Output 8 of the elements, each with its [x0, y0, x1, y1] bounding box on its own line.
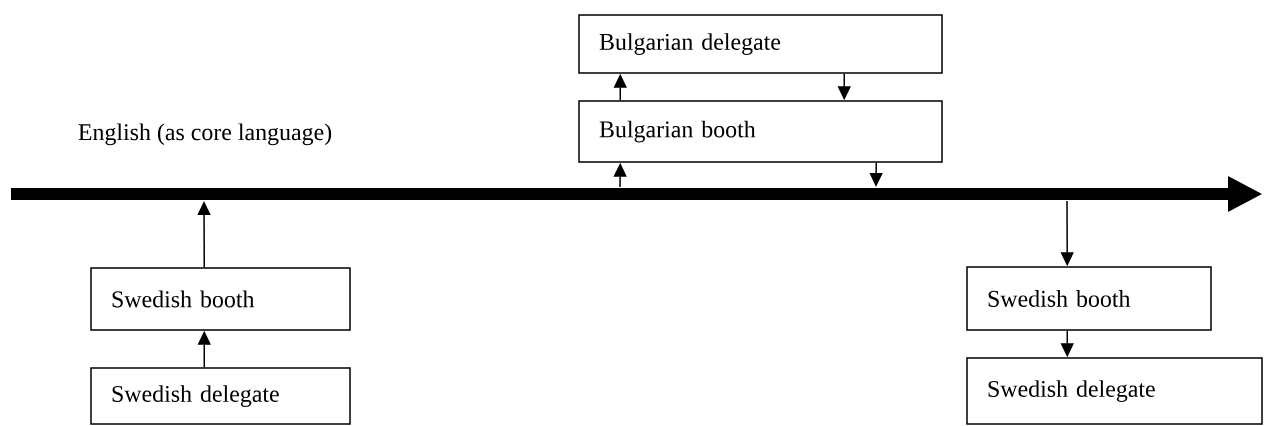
process-box: Swedish delegate [90, 367, 351, 425]
process-box: Swedish booth [966, 266, 1212, 331]
axis-arrow [11, 176, 1262, 212]
process-box: Bulgarian delegate [578, 14, 943, 74]
process-box: Bulgarian booth [578, 100, 943, 163]
process-box: Swedish booth [90, 267, 351, 331]
process-box: Swedish delegate [966, 357, 1263, 425]
axis-label: English (as core language) [78, 123, 332, 146]
